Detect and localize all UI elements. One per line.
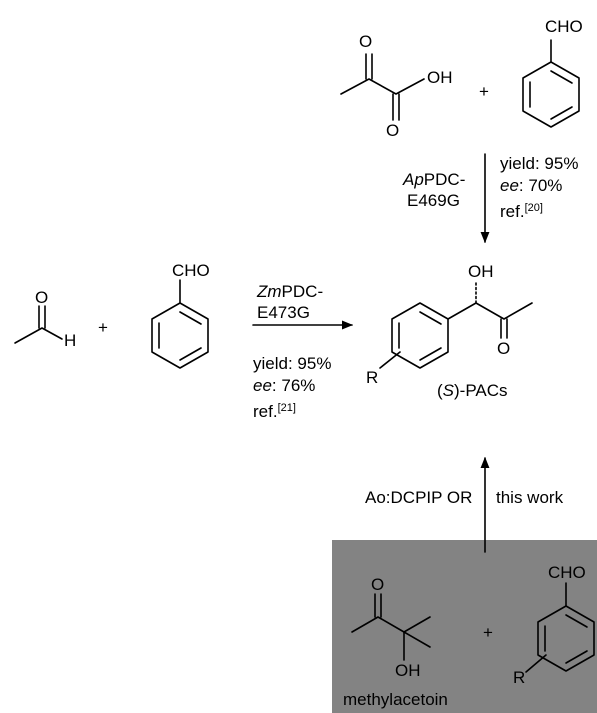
left-enzyme-italic: Zm [257,282,282,301]
top-enzyme-label: ApPDC- [403,170,465,190]
top-ee-label: ee [500,176,519,195]
methylacetoin-name: methylacetoin [343,690,448,709]
product-name-open: ( [437,381,443,400]
top-plus-sign: + [479,82,489,101]
benzaldehyde-bottom-structure [525,582,595,673]
pyruvate-hydroxyl: OH [427,68,453,87]
benzaldehyde-top-cho: CHO [545,17,583,36]
left-ee-value: : 76% [271,376,316,395]
top-reference: ref.[20] [500,198,543,222]
left-enzyme-mutant: E473G [257,303,310,322]
pyruvic-acid-structure [340,53,425,121]
top-enzyme-rest: PDC- [423,170,466,189]
bottom-catalyst-label: Ao:DCPIP OR [365,488,473,507]
acetaldehyde-oxygen: O [35,288,49,307]
product-r-group: R [366,368,379,387]
pyruvate-oxygen-bottom: O [386,121,400,140]
left-ref-number: [21] [277,402,296,414]
benzaldehyde-left-cho: CHO [172,261,210,280]
product-name-rest: )-PACs [454,381,508,400]
top-enzyme-mutant: E469G [407,191,460,210]
methylacetoin-structure [351,593,431,661]
product-hydroxyl: OH [468,262,494,281]
this-work-highlight-panel [332,540,597,713]
benzaldehyde-top-structure [522,39,580,128]
top-yield: yield: 95% [500,154,579,173]
product-name-stereo: S [442,381,455,400]
top-ee: ee: 70% [500,176,562,196]
acetaldehyde-structure [14,305,63,344]
left-reference: ref.[21] [253,398,296,422]
this-work-label: this work [496,488,564,507]
product-carbonyl-oxygen: O [497,339,511,358]
left-ee: ee: 76% [253,376,315,396]
left-enzyme-rest: PDC- [281,282,324,301]
benzaldehyde-left-structure [151,279,209,369]
top-ref-number: [20] [524,202,543,214]
methylacetoin-hydroxyl: OH [395,661,421,680]
left-ee-label: ee [253,376,272,395]
top-enzyme-italic: Ap [403,170,424,189]
acetaldehyde-hydrogen: H [64,331,77,350]
bottom-plus-sign: + [483,623,493,642]
left-enzyme-label: ZmPDC- [257,282,323,302]
product-name: (S)-PACs [437,381,508,401]
methylacetoin-oxygen: O [371,575,385,594]
left-plus-sign: + [98,318,108,337]
pyruvate-oxygen-top: O [359,32,373,51]
top-ref-text: ref. [500,202,525,221]
benzaldehyde-bottom-cho: CHO [548,563,586,582]
left-ref-text: ref. [253,402,278,421]
bottom-r-group: R [513,668,526,687]
top-ee-value: : 70% [518,176,563,195]
left-yield: yield: 95% [253,354,332,373]
product-structure [379,281,533,369]
